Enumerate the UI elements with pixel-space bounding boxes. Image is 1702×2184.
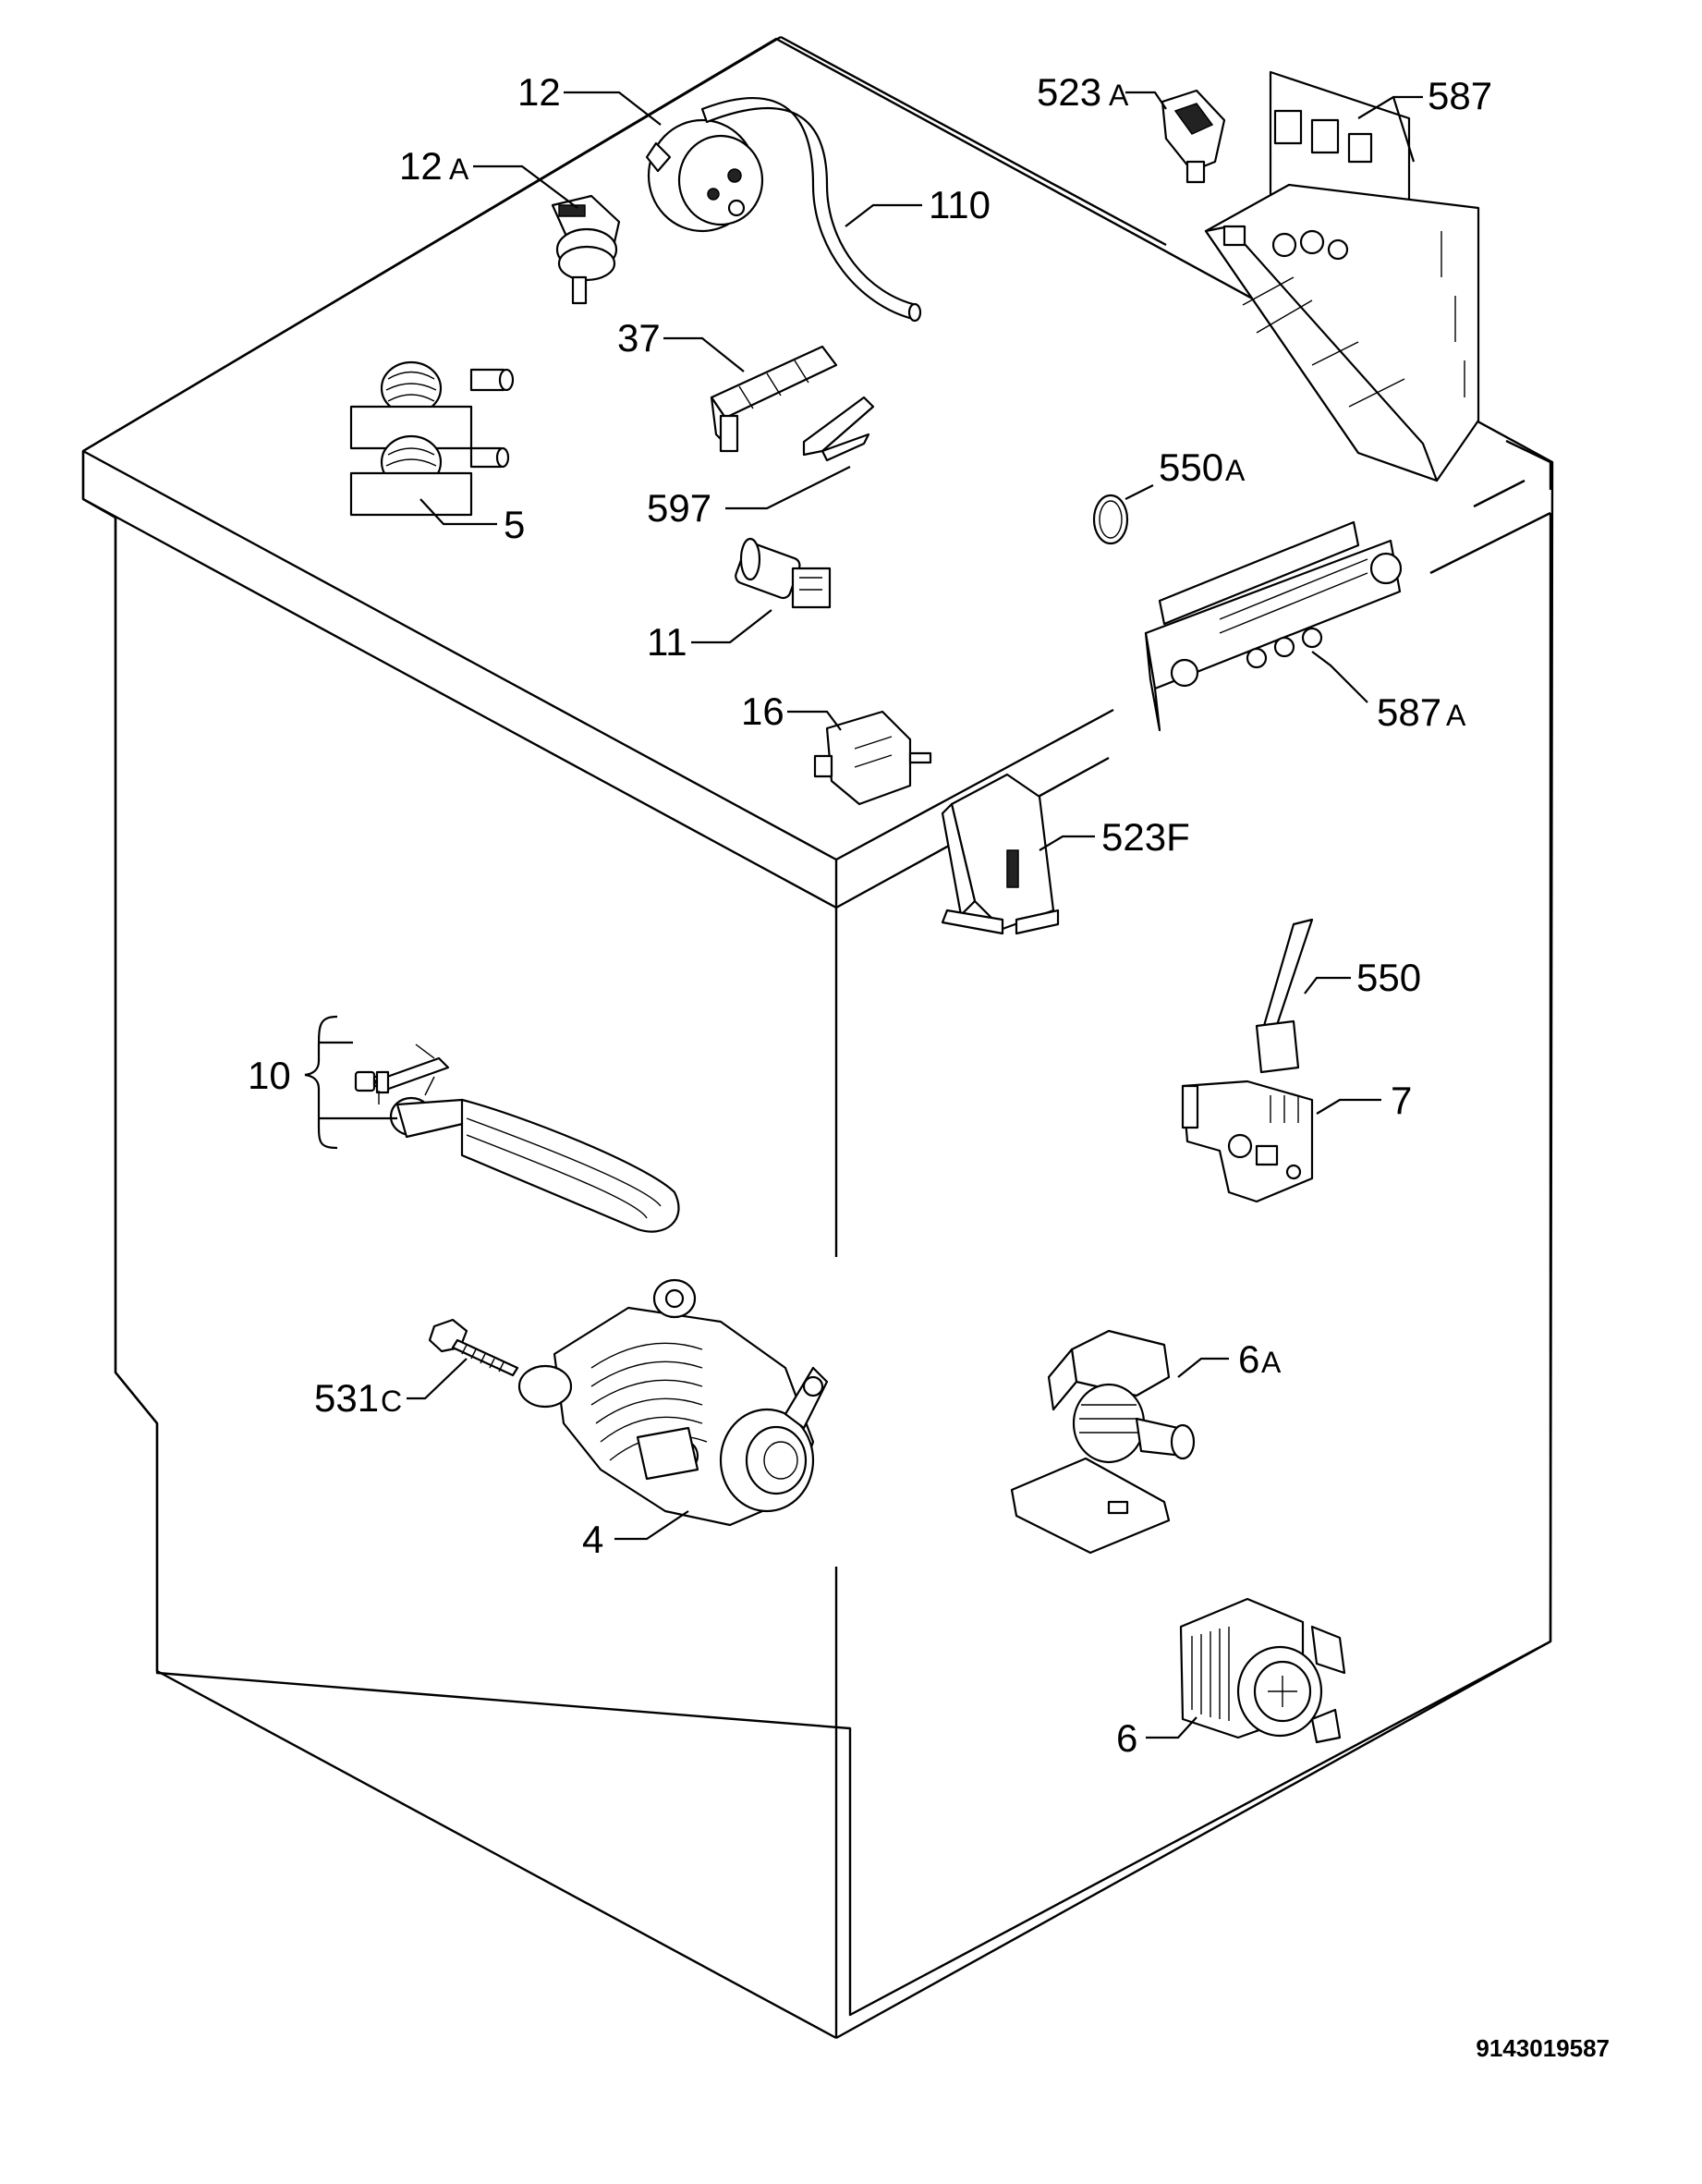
ring-part — [1092, 494, 1129, 545]
label-6: 6 — [1116, 1716, 1137, 1760]
label-6a: 6 — [1238, 1337, 1259, 1381]
leader-550: 550 — [1304, 956, 1421, 999]
electronic-board-part — [1204, 70, 1480, 482]
label-12a: 12 — [399, 144, 443, 188]
leader-6a: 6 A — [1177, 1337, 1282, 1381]
diagram-code: 9143019587 — [1476, 2034, 1610, 2062]
connector-part — [1161, 89, 1226, 184]
label-587a: 587 — [1377, 690, 1441, 734]
pump-with-plate-part — [1010, 1329, 1196, 1555]
leader-550a: 550 A — [1125, 445, 1246, 500]
capacitor-part — [735, 537, 832, 609]
leader-7: 7 — [1316, 1079, 1412, 1122]
small-valve-part — [551, 194, 621, 305]
hose-part — [700, 97, 922, 323]
leader-110: 110 — [845, 183, 991, 227]
label-11: 11 — [647, 620, 687, 664]
leader-11: 11 — [647, 609, 772, 664]
label-550a-suffix: A — [1225, 454, 1246, 487]
cabinet-outline — [81, 35, 1554, 2040]
terminal-block-part — [710, 345, 838, 453]
label-523f: 523F — [1101, 815, 1190, 859]
label-12: 12 — [517, 70, 561, 114]
label-531c-suffix: C — [381, 1385, 402, 1418]
leader-10: 10 — [248, 1015, 397, 1150]
door-interlock-part — [941, 773, 1060, 935]
drain-pump-part — [517, 1278, 829, 1527]
label-550: 550 — [1356, 956, 1421, 999]
label-110: 110 — [929, 183, 991, 226]
label-16: 16 — [741, 689, 784, 733]
pressure-switch-part — [645, 118, 764, 233]
switch-part — [813, 710, 932, 806]
solenoid-valve-part — [349, 360, 515, 517]
label-523a-suffix: A — [1109, 79, 1129, 112]
leader-587: 587 — [1357, 74, 1492, 163]
label-37: 37 — [617, 316, 661, 360]
label-10: 10 — [248, 1054, 291, 1097]
label-531c: 531 — [314, 1376, 379, 1420]
control-panel-part — [1144, 520, 1403, 732]
lever-part — [1181, 918, 1314, 1203]
leader-531c: 531 C — [314, 1358, 468, 1420]
leader-523f: 523F — [1039, 815, 1190, 859]
leader-587a: 587 A — [1311, 651, 1466, 734]
leader-12: 12 — [517, 70, 662, 126]
label-5: 5 — [504, 503, 525, 546]
label-550a: 550 — [1159, 445, 1223, 489]
leader-5: 5 — [419, 498, 525, 546]
leader-597: 597 — [647, 466, 851, 530]
leader-4: 4 — [582, 1510, 689, 1561]
leader-523a: 523 A — [1037, 70, 1167, 114]
label-4: 4 — [582, 1518, 603, 1561]
pump-motor-part — [1179, 1597, 1346, 1744]
label-597: 597 — [647, 486, 711, 530]
label-587: 587 — [1428, 74, 1492, 117]
leader-12a: 12 A — [399, 144, 578, 209]
leader-6: 6 — [1116, 1716, 1197, 1760]
label-6a-suffix: A — [1261, 1346, 1282, 1379]
clip-part — [802, 396, 875, 462]
bolt-part — [428, 1318, 519, 1377]
label-12a-suffix: A — [449, 153, 469, 186]
label-7: 7 — [1391, 1079, 1412, 1122]
leader-37: 37 — [617, 316, 745, 372]
label-587a-suffix: A — [1446, 699, 1466, 732]
label-523a: 523 — [1037, 70, 1101, 114]
heater-element-part — [354, 1043, 680, 1233]
leader-16: 16 — [741, 689, 842, 733]
